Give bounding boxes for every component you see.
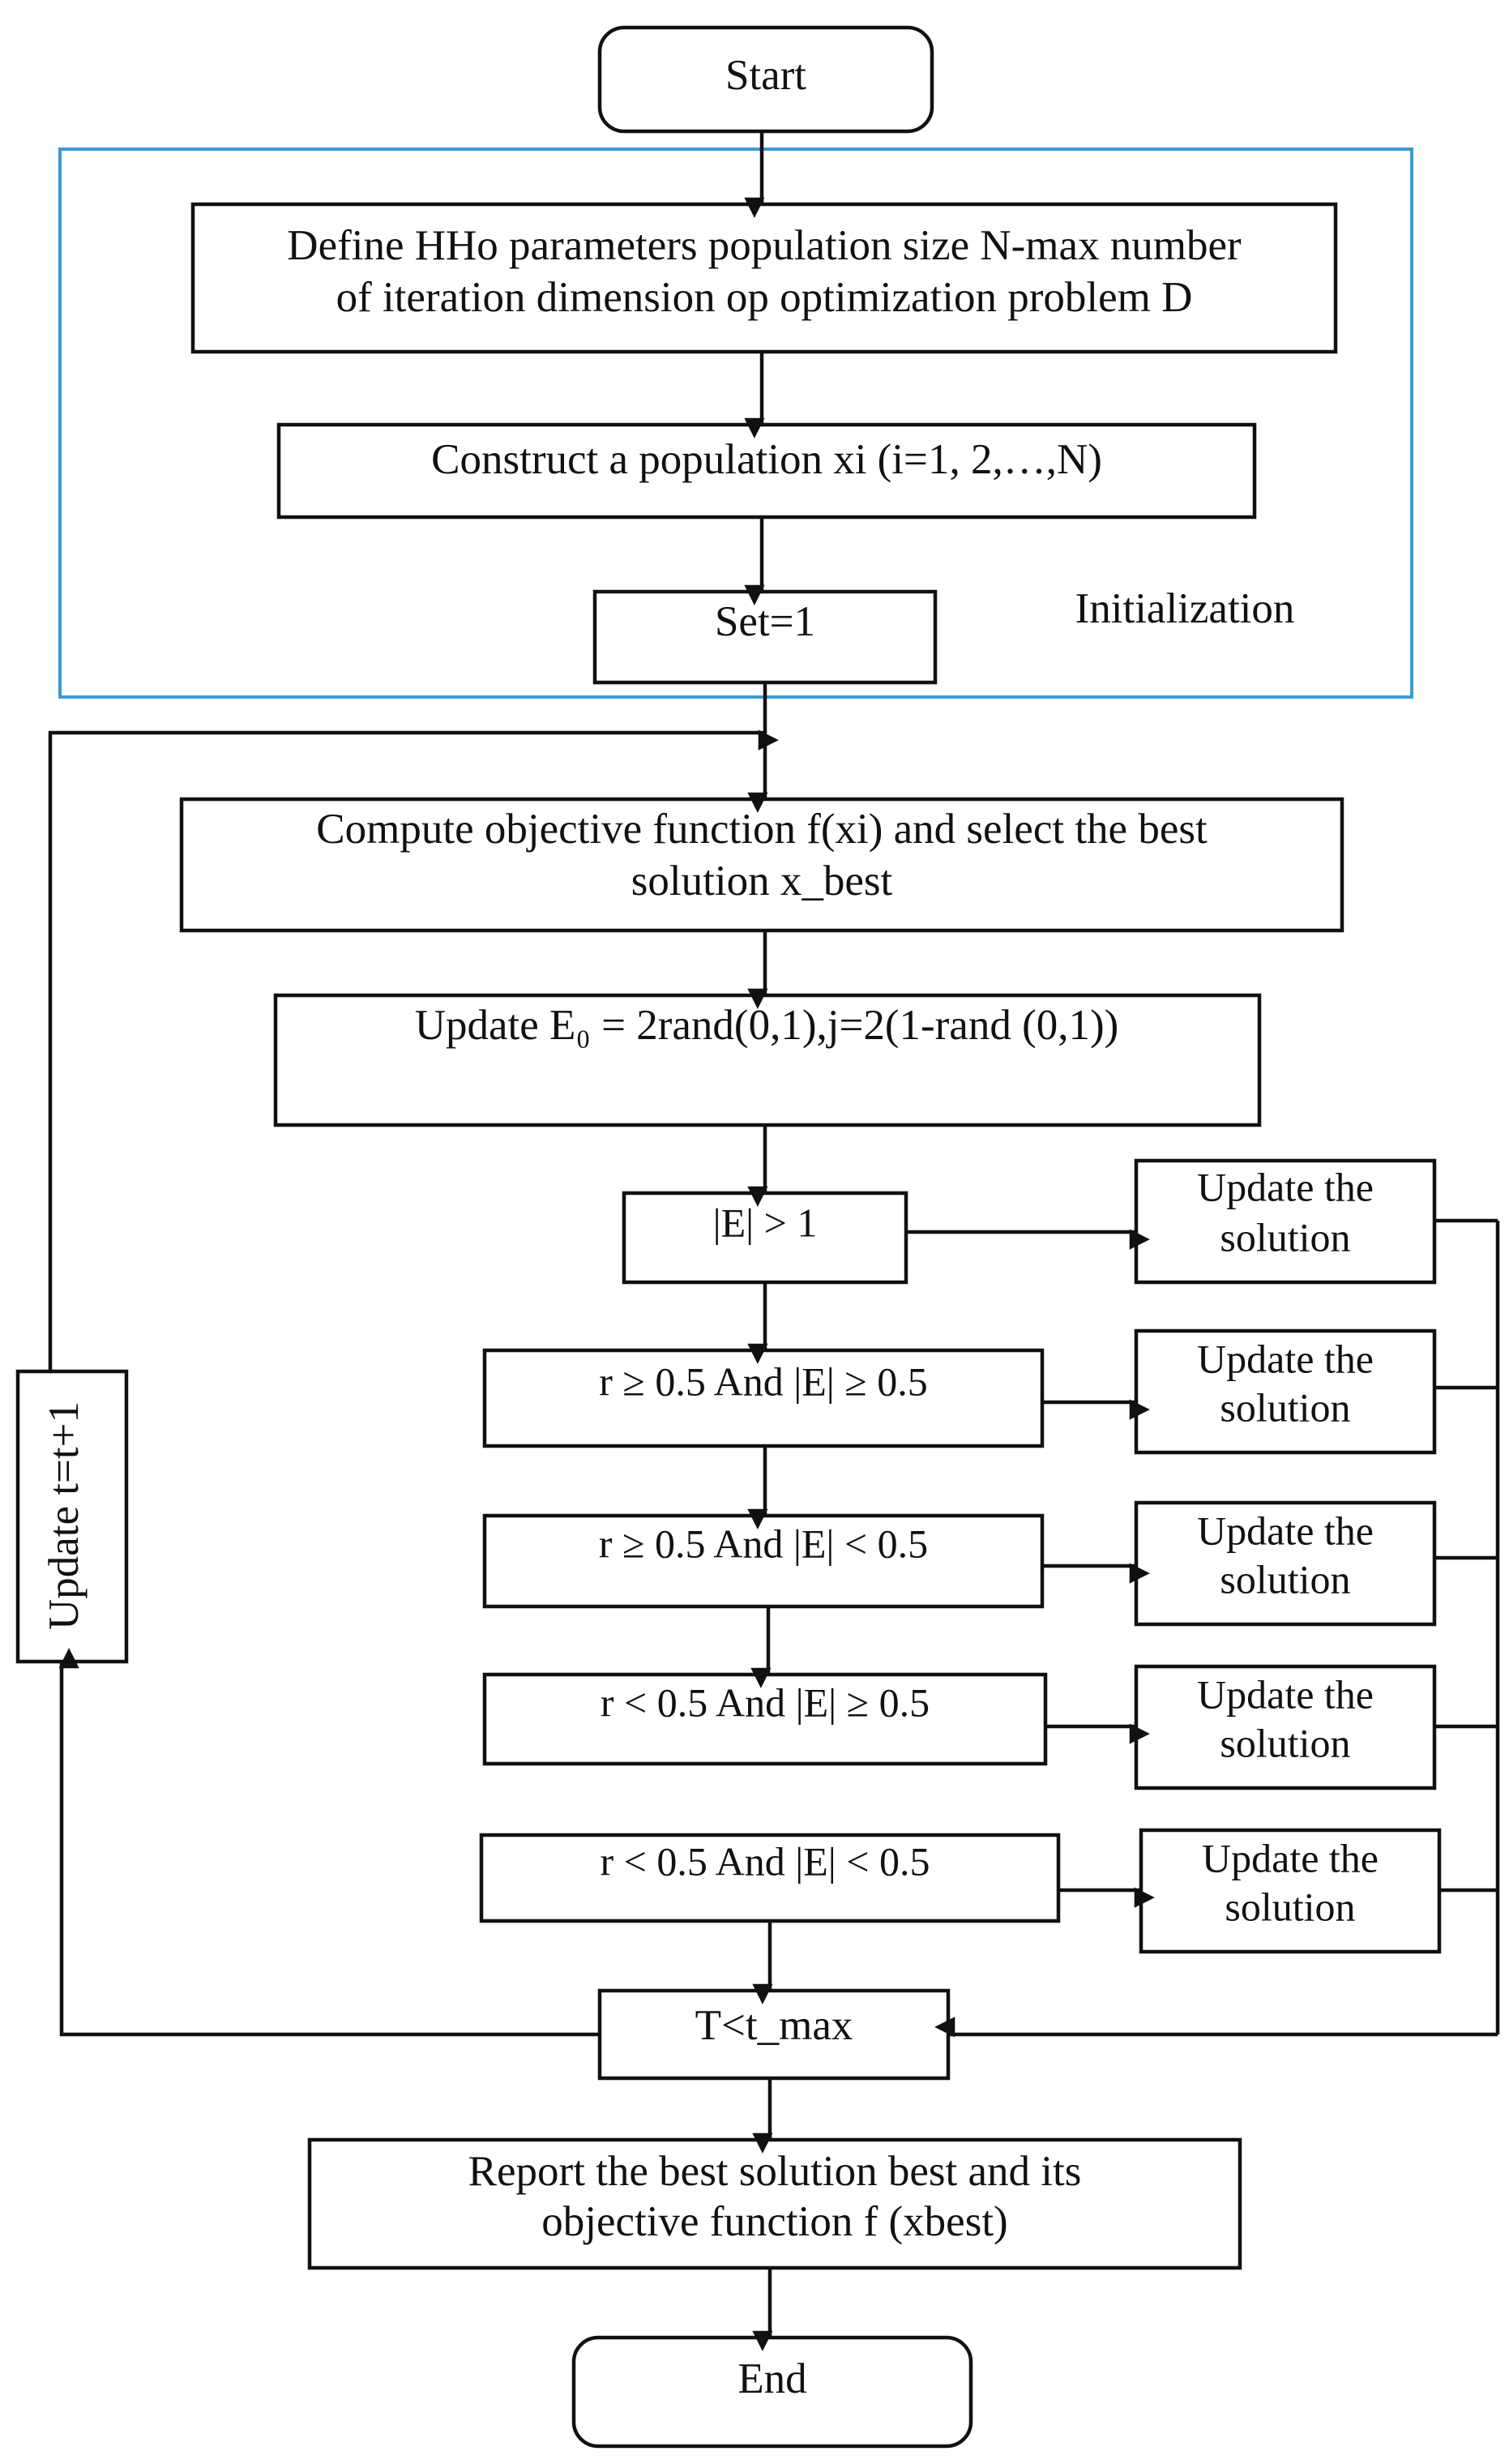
initialization-frame bbox=[58, 148, 1413, 699]
condition-3-label: r ≥ 0.5 And |E| < 0.5 bbox=[599, 1521, 928, 1566]
arrow-loop-to-update-t bbox=[58, 1648, 600, 2037]
report-box: Report the best solution best and its ob… bbox=[307, 2137, 1242, 2270]
compute-objective-box: Compute objective function f(xi) and sel… bbox=[179, 797, 1344, 933]
update-solution-2-line-1: Update the bbox=[1197, 1336, 1374, 1381]
update-solution-5-line-2: solution bbox=[1225, 1884, 1355, 1929]
loop-condition-box: T<t_max bbox=[597, 1988, 951, 2081]
condition-2-label: r ≥ 0.5 And |E| ≥ 0.5 bbox=[599, 1358, 927, 1404]
condition-5-label: r < 0.5 And |E| < 0.5 bbox=[601, 1838, 930, 1884]
condition-2-box: r ≥ 0.5 And |E| ≥ 0.5 bbox=[482, 1348, 1045, 1448]
condition-5-box: r < 0.5 And |E| < 0.5 bbox=[479, 1833, 1061, 1923]
update-solution-box-5: Update the solution bbox=[1139, 1828, 1442, 1954]
condition-4-label: r < 0.5 And |E| ≥ 0.5 bbox=[601, 1679, 930, 1725]
compute-objective-line-2: solution x_best bbox=[631, 858, 893, 905]
condition-4-box: r < 0.5 And |E| ≥ 0.5 bbox=[482, 1672, 1048, 1766]
start-node: Start bbox=[597, 25, 934, 134]
update-solution-1-line-2: solution bbox=[1220, 1214, 1350, 1260]
define-parameters-box: Define HHo parameters population size N-… bbox=[190, 202, 1338, 354]
update-t-box: Update t=t+1 bbox=[15, 1369, 129, 1664]
define-parameters-line-2: of iteration dimension op optimization p… bbox=[336, 274, 1193, 321]
construct-population-label: Construct a population xi (i=1, 2,…,N) bbox=[431, 436, 1102, 483]
define-parameters-line-1: Define HHo parameters population size N-… bbox=[287, 222, 1242, 269]
update-energy-label: Update E₀ = 2rand(0,1),j=2(1-rand (0,1)) bbox=[415, 1002, 1119, 1049]
update-solution-box-3: Update the solution bbox=[1134, 1500, 1437, 1627]
end-label: End bbox=[737, 2355, 806, 2402]
update-solution-box-1: Update the solution bbox=[1134, 1158, 1437, 1285]
update-solution-4-line-2: solution bbox=[1220, 1720, 1350, 1765]
condition-1-box: |E| > 1 bbox=[622, 1191, 908, 1285]
update-solution-5-line-1: Update the bbox=[1202, 1835, 1379, 1880]
update-solution-1-line-1: Update the bbox=[1197, 1164, 1374, 1209]
update-solution-3-line-1: Update the bbox=[1197, 1508, 1374, 1553]
set-t-box: Set=1 bbox=[592, 589, 938, 685]
construct-population-box: Construct a population xi (i=1, 2,…,N) bbox=[276, 422, 1257, 520]
report-line-2: objective function f (xbest) bbox=[541, 2198, 1007, 2245]
arrow-update-t-to-compute bbox=[48, 729, 779, 1371]
update-solution-box-4: Update the solution bbox=[1134, 1664, 1437, 1790]
update-solution-2-line-2: solution bbox=[1220, 1384, 1350, 1430]
condition-3-box: r ≥ 0.5 And |E| < 0.5 bbox=[482, 1513, 1045, 1609]
condition-1-label: |E| > 1 bbox=[713, 1200, 818, 1245]
report-line-1: Report the best solution best and its bbox=[468, 2148, 1082, 2195]
end-node: End bbox=[571, 2335, 973, 2449]
set-t-label: Set=1 bbox=[715, 598, 815, 645]
update-solution-3-line-2: solution bbox=[1220, 1556, 1350, 1602]
compute-objective-line-1: Compute objective function f(xi) and sel… bbox=[316, 806, 1208, 853]
initialization-label: Initialization bbox=[1075, 585, 1295, 632]
update-t-label: Update t=t+1 bbox=[41, 1401, 88, 1630]
loop-condition-label: T<t_max bbox=[695, 2002, 853, 2049]
update-energy-box: Update E₀ = 2rand(0,1),j=2(1-rand (0,1)) bbox=[273, 993, 1262, 1127]
start-label: Start bbox=[725, 52, 806, 99]
update-solution-box-2: Update the solution bbox=[1134, 1328, 1437, 1455]
update-solution-4-line-1: Update the bbox=[1197, 1671, 1374, 1717]
